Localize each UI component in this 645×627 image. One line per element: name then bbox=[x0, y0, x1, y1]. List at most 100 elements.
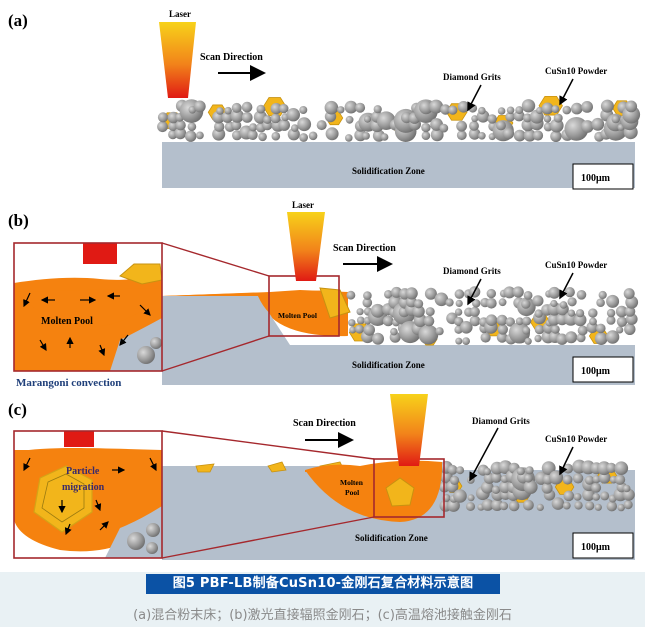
powder-particle bbox=[435, 327, 444, 336]
powder-particle bbox=[606, 462, 617, 473]
powder-particle bbox=[270, 103, 282, 115]
powder-particle bbox=[543, 115, 552, 123]
powder-particle bbox=[559, 301, 568, 309]
powder-particle bbox=[478, 132, 486, 140]
powder-particle bbox=[430, 128, 444, 142]
powder-particle bbox=[605, 330, 620, 344]
powder-particle bbox=[522, 326, 531, 335]
powder-particle bbox=[582, 488, 595, 502]
powder-label-c: CuSn10 Powder bbox=[545, 434, 607, 444]
powder-particle bbox=[324, 100, 339, 115]
powder-particle bbox=[512, 286, 524, 298]
powder-particle bbox=[498, 460, 513, 474]
powder-particle bbox=[467, 494, 475, 502]
powder-particle bbox=[421, 131, 431, 140]
powder-particle bbox=[508, 500, 520, 512]
powder-particle bbox=[594, 332, 608, 345]
panel-a: (a) Laser Scan Direction Diamond Grits C… bbox=[8, 9, 641, 190]
inset-laser-b bbox=[83, 243, 117, 264]
powder-particle bbox=[541, 461, 556, 475]
laser-beam-b bbox=[287, 212, 325, 281]
powder-particle bbox=[447, 464, 458, 475]
substrate-a bbox=[162, 142, 635, 188]
diamond-in-pool-c bbox=[385, 477, 415, 507]
powder-particle bbox=[505, 111, 516, 122]
powder-particle bbox=[497, 107, 506, 115]
panel-c: (c) Molten Pool Scan Direction Diamond G… bbox=[8, 394, 635, 560]
powder-particle bbox=[521, 299, 531, 309]
powder-particle bbox=[541, 482, 553, 494]
substrate-b bbox=[162, 345, 635, 385]
powder-particle bbox=[450, 475, 460, 485]
powder-particle bbox=[588, 308, 598, 318]
grits-arrow-a bbox=[467, 84, 482, 112]
powder-particle bbox=[241, 101, 253, 113]
figure-caption-title: 图5 PBF-LB制备CuSn10-金刚石复合材料示意图 bbox=[146, 574, 500, 594]
powder-particle bbox=[157, 121, 168, 133]
powder-particle bbox=[550, 130, 562, 142]
powder-particle bbox=[616, 316, 628, 327]
powder-particle bbox=[478, 106, 486, 115]
powder-particle bbox=[230, 109, 244, 123]
powder-particle bbox=[460, 321, 473, 334]
laser-label-b: Laser bbox=[292, 200, 314, 210]
powder-particle bbox=[591, 117, 605, 131]
grits-label-c: Diamond Grits bbox=[472, 416, 530, 426]
powder-particle bbox=[362, 297, 373, 308]
powder-particle bbox=[577, 325, 588, 336]
powder-layer-a bbox=[157, 95, 641, 142]
powder-arrow-c bbox=[559, 446, 574, 476]
grits-arrow-b bbox=[467, 278, 482, 306]
powder-particle bbox=[483, 467, 491, 476]
powder-particle bbox=[469, 306, 480, 317]
powder-particle bbox=[573, 313, 587, 327]
powder-particle bbox=[625, 295, 639, 309]
powder-particle bbox=[297, 117, 312, 132]
powder-particle bbox=[615, 305, 628, 318]
zone-label-a: Solidification Zone bbox=[352, 166, 425, 176]
powder-particle bbox=[550, 299, 558, 308]
powder-particle bbox=[624, 306, 636, 317]
powder-particle bbox=[345, 134, 353, 142]
powder-particle bbox=[576, 290, 587, 300]
powder-particle bbox=[513, 129, 526, 142]
powder-particle bbox=[534, 324, 545, 335]
scale-box-b bbox=[572, 356, 634, 383]
powder-particle bbox=[541, 102, 554, 115]
powder-particle bbox=[429, 99, 444, 114]
powder-particle bbox=[606, 308, 616, 318]
inset-ball-c1 bbox=[127, 532, 145, 550]
powder-particle bbox=[256, 104, 266, 114]
powder-particle bbox=[596, 298, 605, 308]
powder-particle bbox=[506, 106, 515, 115]
powder-particle bbox=[491, 485, 501, 494]
powder-label-b: CuSn10 Powder bbox=[545, 260, 607, 270]
inset-frame-c bbox=[13, 430, 163, 559]
powder-particle bbox=[600, 491, 610, 501]
powder-particle bbox=[440, 104, 451, 115]
powder-label-a: CuSn10 Powder bbox=[545, 66, 607, 76]
marangoni-label: Marangoni convection bbox=[16, 377, 121, 389]
powder-particle bbox=[624, 323, 636, 335]
powder-particle bbox=[625, 100, 638, 113]
powder-arrow-a bbox=[559, 78, 574, 106]
powder-particle bbox=[278, 119, 290, 131]
powder-particle bbox=[455, 337, 463, 345]
powder-particle bbox=[423, 315, 435, 327]
figure: (a) Laser Scan Direction Diamond Grits C… bbox=[0, 0, 645, 572]
grits-arrow-c bbox=[469, 427, 499, 482]
powder-particle bbox=[496, 332, 508, 343]
powder-particle bbox=[534, 334, 542, 343]
powder-particle bbox=[221, 111, 234, 123]
powder-particle bbox=[523, 291, 533, 300]
laser-beam-a bbox=[159, 22, 196, 98]
powder-particle bbox=[502, 127, 515, 140]
powder-particle bbox=[515, 106, 524, 115]
powder-particle bbox=[355, 324, 364, 334]
powder-particle bbox=[614, 474, 626, 485]
particle-label: Particle bbox=[66, 466, 100, 477]
powder-particle bbox=[503, 286, 516, 299]
inset-ball-c3 bbox=[146, 542, 158, 554]
powder-particle bbox=[457, 101, 470, 113]
powder-particle bbox=[499, 501, 509, 511]
